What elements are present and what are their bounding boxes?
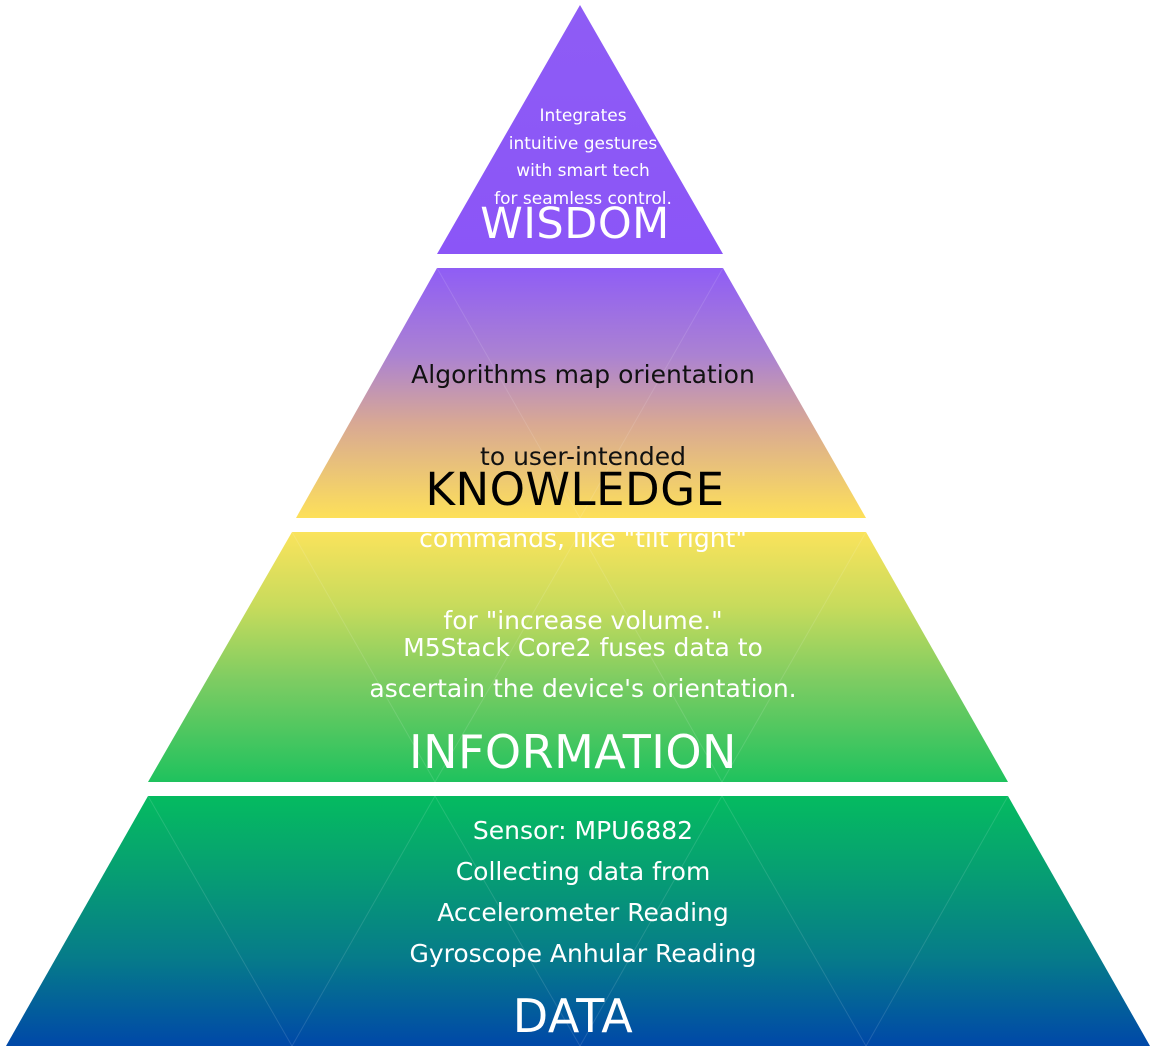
tier-data-facets [147, 795, 1009, 1047]
tier-information-facets [291, 531, 867, 783]
information-title: INFORMATION [409, 725, 737, 779]
tier-wisdom [437, 5, 723, 254]
tier-knowledge [296, 268, 866, 518]
tier-data [6, 796, 1150, 1046]
knowledge-description-line: commands, like "tilt right" [419, 524, 747, 553]
knowledge-description-line: Algorithms map orientation [411, 360, 755, 389]
data-title: DATA [512, 989, 634, 1043]
information-description: M5Stack Core2 fuses data to ascertain th… [369, 633, 797, 703]
knowledge-title: KNOWLEDGE [425, 463, 725, 516]
knowledge-description: Algorithms map orientation to user-inten… [333, 313, 833, 682]
wisdom-description: Integrates intuitive gestures with smart… [494, 106, 672, 209]
knowledge-description-line: for "increase volume." [443, 606, 723, 635]
data-description: Sensor: MPU6882 Collecting data from Acc… [409, 816, 757, 968]
tier-information [148, 532, 1008, 782]
wisdom-title: WISDOM [480, 199, 670, 249]
tier-knowledge-facets [436, 267, 724, 519]
knowledge-description-line: to user-intended [480, 442, 686, 471]
